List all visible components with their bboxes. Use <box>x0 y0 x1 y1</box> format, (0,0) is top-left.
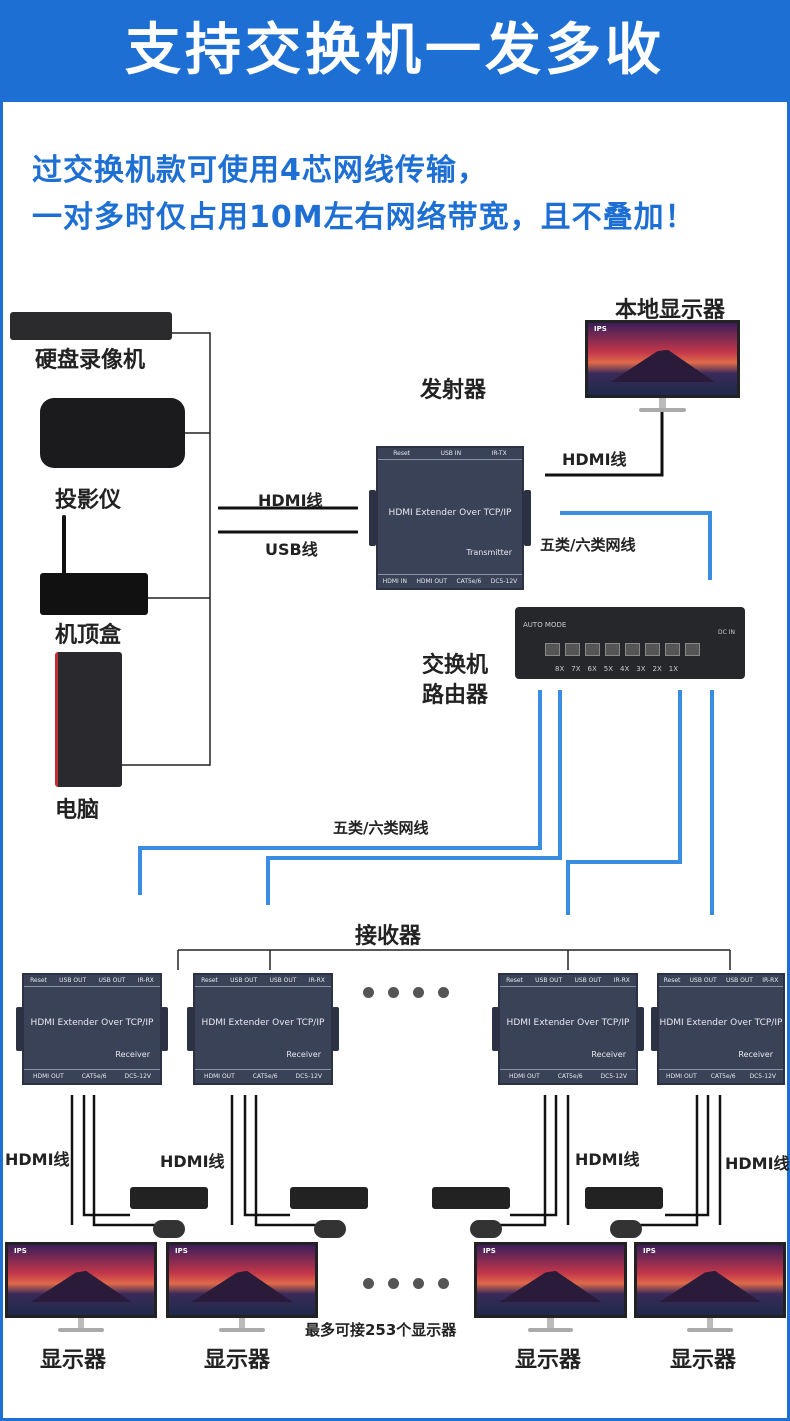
local-monitor-label: 本地显示器 <box>615 298 726 323</box>
max-monitors-note: 最多可接253个显示器 <box>305 1321 457 1339</box>
mouse-icon <box>470 1220 502 1238</box>
settop-box-label: 机顶盒 <box>55 623 122 648</box>
mouse-icon <box>610 1220 642 1238</box>
dvr-device-image <box>10 312 172 340</box>
monitor-label-4: 显示器 <box>670 1348 737 1373</box>
monitor-2: IPS <box>166 1242 318 1332</box>
pc-tower-image <box>55 652 122 787</box>
dvr-label: 硬盘录像机 <box>35 348 146 373</box>
projector-device-image <box>40 398 185 468</box>
hdmi-cable-label-4: HDMI线 <box>725 1154 790 1173</box>
page-title: 支持交换机一发多收 <box>0 0 790 102</box>
pc-label: 电脑 <box>55 798 100 823</box>
monitor-label-3: 显示器 <box>515 1348 582 1373</box>
monitor-label-1: 显示器 <box>40 1348 107 1373</box>
antenna-image <box>62 515 66 575</box>
subtitle-line-2: 一对多时仅占用10M左右网络带宽，且不叠加！ <box>32 200 696 235</box>
network-cable-label-top: 五类/六类网线 <box>540 536 636 554</box>
hdmi-cable-label: HDMI线 <box>258 491 323 510</box>
keyboard-icon <box>432 1187 510 1209</box>
usb-cable-label: USB线 <box>265 540 318 559</box>
hdmi-cable-label-3: HDMI线 <box>575 1150 640 1169</box>
hdmi-cable-label-local: HDMI线 <box>562 450 627 469</box>
monitor-4: IPS <box>634 1242 786 1332</box>
monitor-3: IPS <box>474 1242 627 1332</box>
receivers-label: 接收器 <box>355 924 422 949</box>
keyboard-icon <box>585 1187 663 1209</box>
transmitter-role: Transmitter <box>466 548 512 557</box>
mouse-icon <box>153 1220 185 1238</box>
local-monitor: IPS <box>585 320 740 412</box>
keyboard-icon <box>290 1187 368 1209</box>
router-label: 路由器 <box>422 683 489 708</box>
keyboard-icon <box>130 1187 208 1209</box>
mouse-icon <box>314 1220 346 1238</box>
transmitter-title: HDMI Extender Over TCP/IP <box>388 508 512 518</box>
more-receivers-ellipsis <box>363 987 449 998</box>
monitor-label-2: 显示器 <box>204 1348 271 1373</box>
switch-label: 交换机 <box>422 653 489 678</box>
subtitle-line-1: 过交换机款可使用4芯网线传输， <box>32 153 488 188</box>
transmitter-label: 发射器 <box>420 378 487 403</box>
network-cable-label-bottom: 五类/六类网线 <box>333 819 429 837</box>
projector-label: 投影仪 <box>55 488 122 513</box>
hdmi-cable-label-2: HDMI线 <box>160 1152 225 1171</box>
monitor-1: IPS <box>5 1242 157 1332</box>
hdmi-cable-label-1: HDMI线 <box>5 1150 70 1169</box>
settop-box-device-image <box>40 573 148 615</box>
switch-mode-label: AUTO MODE <box>523 621 567 629</box>
more-monitors-ellipsis <box>363 1278 449 1289</box>
